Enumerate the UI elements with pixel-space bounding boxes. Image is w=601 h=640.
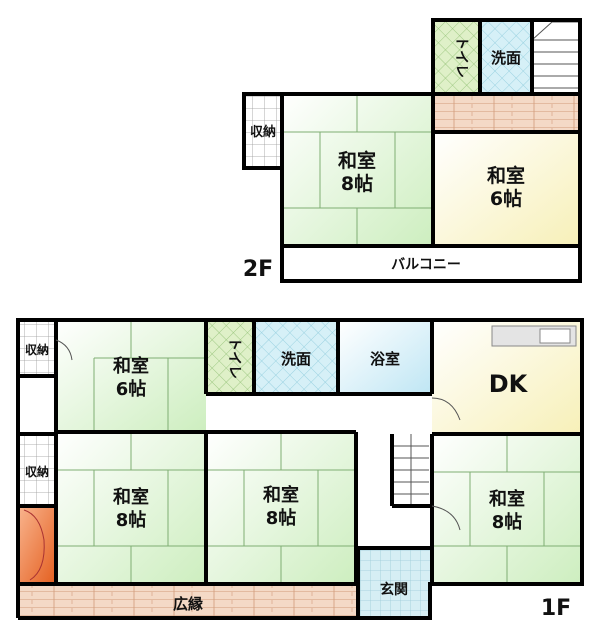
floor-2: トイレ 洗面 収納 和室 8帖 和室 6帖 バルコニー 2F	[242, 18, 582, 283]
label-washitsu-6-2f-name: 和室	[487, 164, 525, 187]
label-entrance: 玄関	[380, 581, 408, 598]
stairs-2f	[531, 20, 580, 94]
floor-label-1f: 1F	[541, 596, 571, 621]
floor-label-2f: 2F	[243, 257, 273, 282]
label-bath: 浴室	[370, 350, 400, 368]
entrance	[358, 548, 430, 618]
label-washitsu-8-mid-name: 和室	[263, 484, 299, 506]
label-washroom-2f: 洗面	[491, 49, 521, 67]
label-toilet-2f: トイレ	[453, 36, 469, 78]
label-balcony: バルコニー	[391, 257, 461, 273]
balcony	[282, 246, 580, 281]
label-toilet-1f: トイレ	[226, 337, 242, 379]
storage-2f	[244, 94, 282, 168]
label-storage-2f: 収納	[250, 124, 276, 140]
label-washitsu-8-left-size: 8帖	[116, 509, 147, 531]
washitsu-8-right-1f	[432, 434, 582, 584]
label-washroom-1f: 洗面	[281, 350, 311, 368]
label-washitsu-8-2f-name: 和室	[338, 149, 376, 172]
label-storage-bottom-1f: 収納	[25, 464, 49, 479]
bath	[340, 322, 430, 394]
label-washitsu-6-1f-size: 6帖	[116, 378, 147, 400]
floor-1: 収納 収納 和室 6帖 トイレ 洗面 浴室 DK 和室 8帖 和室 8帖 和室 …	[16, 318, 584, 621]
door-swings	[55, 339, 461, 531]
hallway-2f	[433, 94, 580, 132]
storage-top-1f	[18, 320, 56, 376]
label-washitsu-8-right-name: 和室	[489, 488, 525, 510]
storage-bottom-1f	[18, 434, 56, 506]
washitsu-6-2f	[433, 132, 580, 246]
toilet-2f	[433, 20, 480, 94]
washitsu-8-mid-1f	[206, 432, 356, 584]
stairs-1f	[393, 434, 429, 506]
dining-kitchen	[432, 320, 582, 434]
toilet-1f	[208, 322, 252, 394]
label-storage-top-1f: 収納	[25, 342, 49, 357]
washitsu-8-2f	[282, 94, 433, 246]
label-veranda: 広縁	[173, 595, 203, 613]
label-washitsu-8-2f-size: 8帖	[341, 172, 373, 195]
washroom-2f	[480, 20, 532, 94]
label-washitsu-8-right-size: 8帖	[492, 511, 523, 533]
label-dk: DK	[489, 370, 529, 398]
veranda	[18, 584, 358, 618]
label-washitsu-8-left-name: 和室	[113, 486, 149, 508]
washitsu-6-1f	[56, 320, 206, 432]
label-washitsu-6-1f-name: 和室	[113, 355, 149, 377]
label-washitsu-8-mid-size: 8帖	[266, 507, 297, 529]
washitsu-8-left-1f	[56, 432, 206, 584]
tokonoma	[18, 506, 56, 584]
washroom-1f	[254, 322, 338, 394]
label-washitsu-6-2f-size: 6帖	[490, 187, 522, 210]
